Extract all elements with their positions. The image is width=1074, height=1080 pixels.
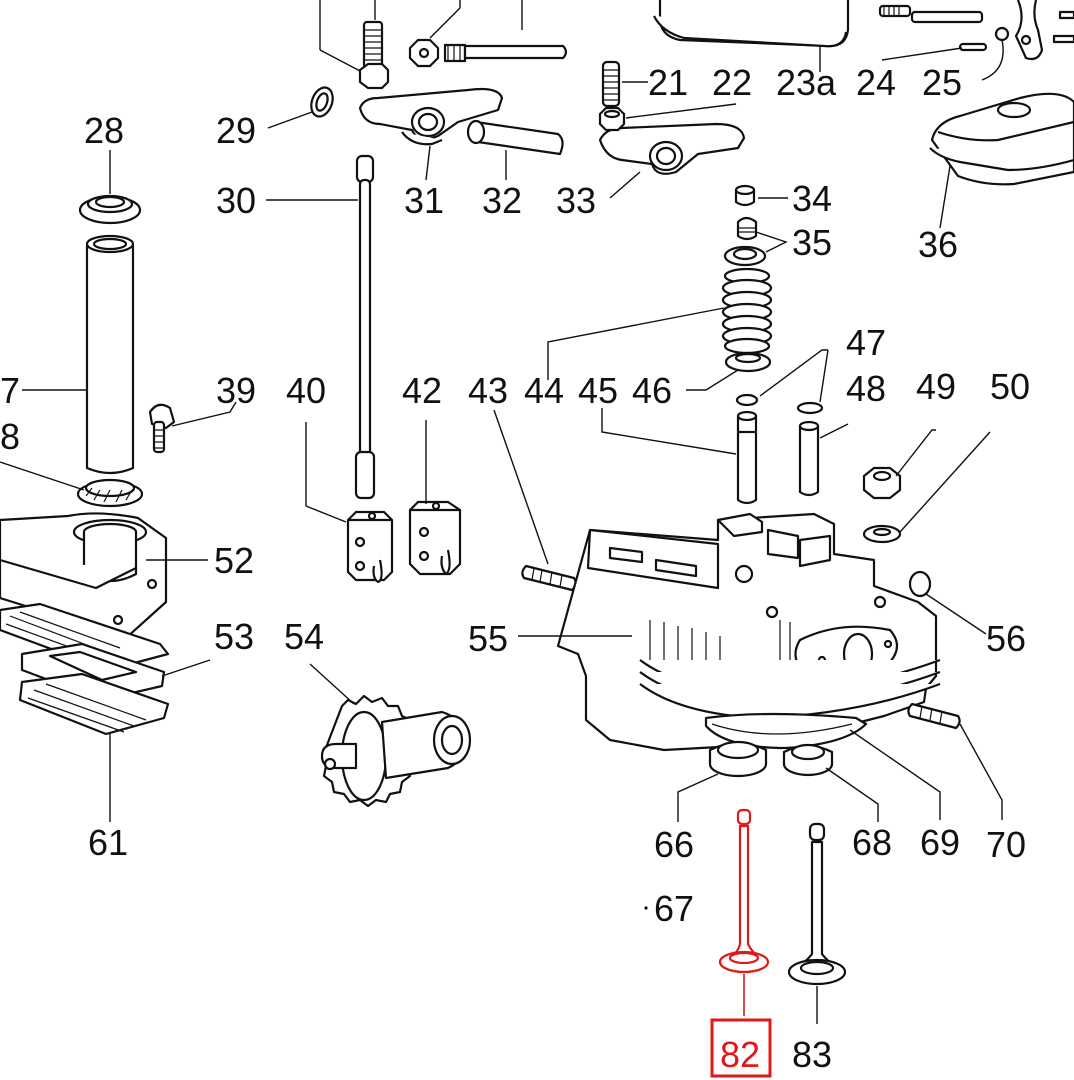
- label-52: 52: [214, 540, 254, 581]
- part-lever-arm: [1014, 0, 1074, 61]
- part-valve-spring-44: [547, 267, 773, 380]
- part-rocker-arm-31: [358, 87, 504, 181]
- part-pin-24: [881, 42, 988, 61]
- label-68: 68: [852, 822, 892, 863]
- label-45: 45: [578, 370, 618, 411]
- part-gasket-61: [18, 672, 170, 822]
- label-35: 35: [792, 222, 832, 263]
- label-37: 7: [0, 370, 20, 411]
- part-plug-56: [908, 570, 987, 635]
- label-28: 28: [84, 110, 124, 151]
- label-46: 46: [632, 370, 672, 411]
- part-intake-valve-82: [718, 808, 770, 1016]
- label-70: 70: [986, 824, 1026, 865]
- label-25: 25: [922, 62, 962, 103]
- part-rocker-cover-36: [929, 92, 1074, 229]
- part-push-rod-30: [266, 154, 376, 500]
- part-tappet-block-40: [305, 422, 394, 584]
- part-stud-21: [601, 60, 648, 108]
- label-44: 44: [524, 370, 564, 411]
- part-valve-seat-66: [677, 740, 768, 822]
- label-47: 47: [846, 322, 886, 363]
- label-39: 39: [216, 370, 256, 411]
- part-tappet-block-42: [408, 420, 462, 576]
- label-54: 54: [284, 616, 324, 657]
- label-40: 40: [286, 370, 326, 411]
- part-top-bolt: [443, 0, 568, 63]
- label-24: 24: [856, 62, 896, 103]
- label-83: 83: [792, 1034, 832, 1075]
- part-seal-ring-38: [0, 461, 144, 508]
- label-21: 21: [648, 62, 688, 103]
- label-66: 66: [654, 824, 694, 865]
- part-rocker-arm-33: [598, 122, 746, 199]
- part-nut-22: [598, 103, 737, 132]
- part-camshaft-54: [309, 663, 472, 808]
- label-55: 55: [468, 618, 508, 659]
- part-cylinder-head-55: [518, 512, 941, 752]
- label-42: 42: [402, 370, 442, 411]
- label-31: 31: [404, 180, 444, 221]
- part-stud-70: [907, 702, 1003, 820]
- part-exhaust-valve-83: [787, 822, 847, 1024]
- label-50: 50: [990, 366, 1030, 407]
- part-cap-34: [734, 184, 788, 207]
- label-69: 69: [920, 822, 960, 863]
- part-valve-guide-45: [601, 408, 758, 505]
- part-gasket-53: [0, 602, 211, 702]
- label-30: 30: [216, 180, 256, 221]
- label-32: 32: [482, 180, 522, 221]
- label-36: 36: [918, 224, 958, 265]
- part-stud-43: [493, 409, 577, 592]
- label-48: 48: [846, 368, 886, 409]
- label-82: 82: [720, 1034, 760, 1075]
- part-spring-seat-46: [686, 351, 772, 391]
- part-o-ring-29: [267, 86, 334, 129]
- part-clip-47: [735, 349, 829, 415]
- part-labels: 21 22 23a 24 25 28 29 30 31 32 33 34 35 …: [0, 62, 1030, 1078]
- label-43: 43: [468, 370, 508, 411]
- label-38: 8: [0, 416, 20, 457]
- label-29: 29: [216, 110, 256, 151]
- part-small-studs: [878, 4, 984, 24]
- part-washer-50: [862, 431, 991, 544]
- part-valve-seat-68: [782, 743, 879, 822]
- part-valve-guide-48: [798, 420, 849, 497]
- label-22: 22: [712, 62, 752, 103]
- part-cotters-35: [723, 216, 788, 267]
- part-screw-39: [148, 401, 237, 454]
- label-34: 34: [792, 178, 832, 219]
- label-49: 49: [916, 366, 956, 407]
- part-cover-gasket-23a: [653, 0, 850, 72]
- part-seal-ring-28: [78, 150, 142, 225]
- label-33: 33: [556, 180, 596, 221]
- part-washer-25: [981, 26, 1010, 81]
- part-nut-49: [862, 429, 936, 500]
- highlight-box: [710, 1018, 772, 1078]
- part-top-nut: [408, 0, 461, 68]
- part-push-rod-tube-37: [22, 234, 135, 475]
- label-56: 56: [986, 618, 1026, 659]
- part-top-stud: [319, 0, 390, 90]
- part-rocker-shaft-32: [466, 119, 564, 180]
- label-23a: 23a: [776, 62, 837, 103]
- label-61: 61: [88, 822, 128, 863]
- label-67: 67: [654, 888, 694, 929]
- label-53: 53: [214, 616, 254, 657]
